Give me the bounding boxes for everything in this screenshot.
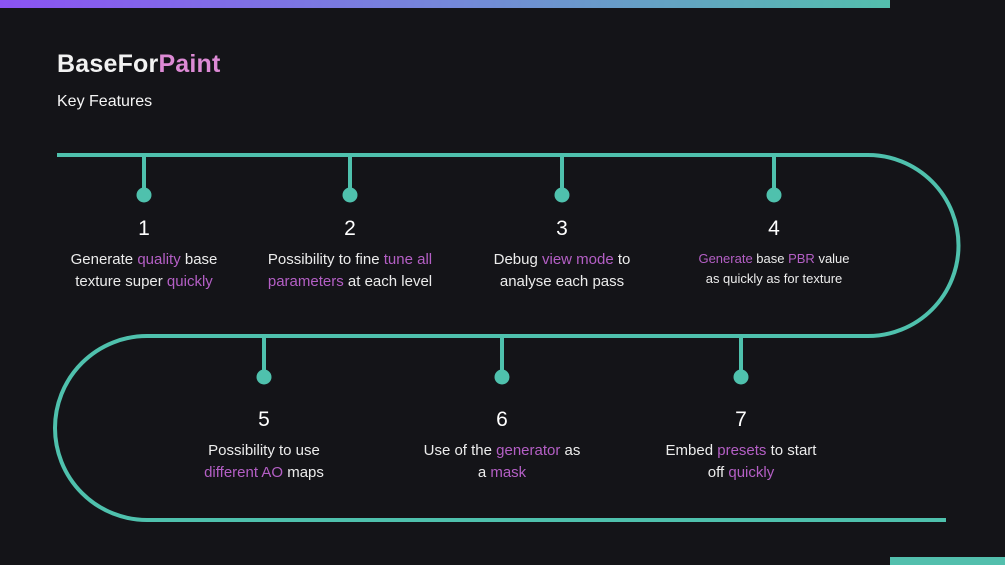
highlighted-text: view mode (541, 251, 614, 268)
dot-4 (766, 187, 782, 203)
item-number: 3 (556, 217, 568, 240)
text-segment: Possibility to use (208, 442, 320, 459)
bottom-accent-bar (890, 557, 1005, 565)
title-accent: Paint (158, 50, 221, 78)
text-segment: at each level (343, 272, 433, 290)
item-description: Possibility to use different AO maps (154, 440, 374, 483)
highlighted-text: tune all (383, 251, 433, 268)
item-number: 7 (735, 408, 747, 431)
highlighted-text: Generate (698, 251, 753, 266)
text-segment: to (613, 251, 631, 268)
timeline-path (53, 153, 961, 522)
highlighted-text: quality (137, 251, 181, 268)
item-number: 1 (138, 217, 150, 240)
timeline-item-3: 3 Debug view mode to analyse each pass (452, 216, 672, 292)
text-segment: value (814, 251, 850, 266)
text-segment: Use of the (423, 442, 497, 459)
highlighted-text: generator (496, 442, 561, 459)
dot-2 (342, 187, 358, 203)
timeline-item-7: 7 Embed presets to start off quickly (631, 407, 851, 483)
text-segment: base (180, 251, 218, 268)
page-title: BaseForPaint (57, 50, 221, 79)
top-gradient-bar (0, 0, 890, 8)
highlighted-text: quickly (166, 272, 213, 290)
highlighted-text: quickly (728, 463, 775, 481)
highlighted-text: PBR (788, 251, 815, 266)
text-segment: Debug (493, 251, 542, 268)
item-number: 6 (496, 408, 508, 431)
item-description: Possibility to fine tune all parameters … (240, 249, 460, 292)
text-segment: as quickly as for texture (705, 271, 843, 286)
dot-5 (256, 369, 272, 385)
item-description: Generate quality base texture super quic… (34, 249, 254, 292)
item-description: Use of the generator as a mask (392, 440, 612, 483)
text-segment: base (752, 251, 789, 266)
header: BaseForPaint Key Features (57, 50, 221, 111)
timeline-item-1: 1 Generate quality base texture super qu… (34, 216, 254, 292)
timeline-item-2: 2 Possibility to fine tune all parameter… (240, 216, 460, 292)
item-description: Generate base PBR value as quickly as fo… (664, 249, 884, 289)
text-segment: off (707, 463, 729, 481)
text-segment: texture super (75, 272, 167, 290)
item-number: 2 (344, 217, 356, 240)
highlighted-text: different AO (204, 463, 284, 481)
dot-6 (494, 369, 510, 385)
text-segment: analyse each pass (499, 272, 625, 290)
highlighted-text: mask (490, 463, 527, 481)
dot-3 (554, 187, 570, 203)
text-segment: Embed (665, 442, 718, 459)
dot-1 (136, 187, 152, 203)
item-number: 4 (768, 217, 780, 240)
text-segment: as (560, 442, 581, 459)
timeline-item-4: 4 Generate base PBR value as quickly as … (664, 216, 884, 289)
text-segment: Possibility to fine (267, 251, 384, 268)
page-subtitle: Key Features (57, 93, 153, 110)
title-primary: BaseFor (57, 50, 159, 78)
text-segment: maps (283, 463, 324, 481)
text-segment: Generate (70, 251, 138, 268)
timeline-item-6: 6 Use of the generator as a mask (392, 407, 612, 483)
text-segment: a (477, 463, 491, 481)
item-description: Embed presets to start off quickly (631, 440, 851, 483)
item-description: Debug view mode to analyse each pass (452, 249, 672, 292)
item-number: 5 (258, 408, 270, 431)
timeline-item-5: 5 Possibility to use different AO maps (154, 407, 374, 483)
highlighted-text: parameters (267, 272, 344, 290)
highlighted-text: presets (717, 442, 767, 459)
text-segment: to start (766, 442, 817, 459)
dot-7 (733, 369, 749, 385)
